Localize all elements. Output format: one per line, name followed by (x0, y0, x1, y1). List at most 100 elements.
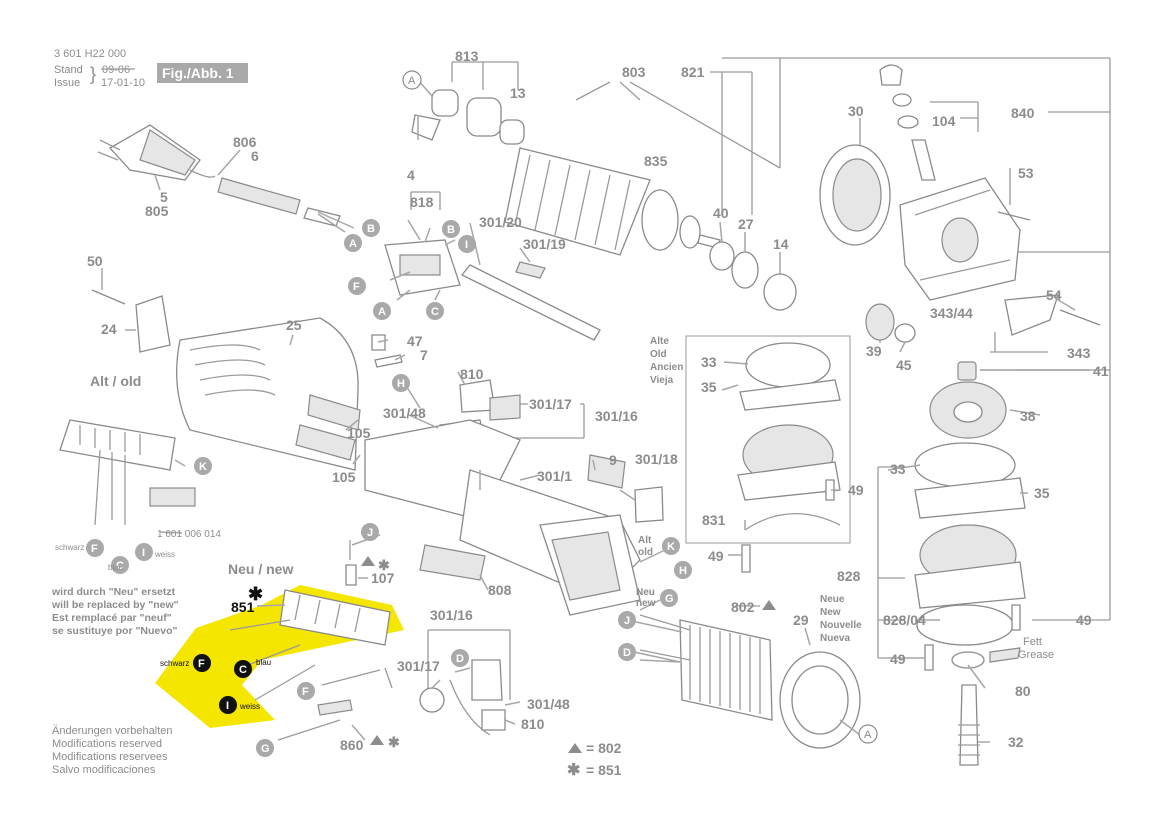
label-6: 6 (251, 148, 259, 164)
header-brace: } (90, 64, 96, 84)
label-49-new: 49 (890, 651, 906, 667)
bearing-813 (466, 97, 502, 137)
connector-F-old: F (91, 543, 98, 555)
label-343: 343 (1067, 345, 1091, 361)
connector-F-old-circle (86, 539, 104, 557)
label-808: 808 (488, 582, 512, 598)
wire-blau-new: blau (256, 658, 271, 667)
bevel-gear-38 (929, 381, 1007, 439)
neu-new-title: Neu / new (228, 561, 293, 577)
label-53: 53 (1018, 165, 1034, 181)
connector-I-old-circle (135, 543, 153, 561)
figure-label: Fig./Abb. 1 (162, 65, 234, 81)
screw-53 (997, 211, 1031, 221)
grease-tube (989, 647, 1021, 663)
connector-D-lower-circle (451, 649, 469, 667)
document-header: 3 601 H22 000 Stand Issue } 09-06 17-01-… (54, 48, 248, 89)
connector-H-housing: H (679, 565, 687, 577)
label-4: 4 (407, 167, 415, 183)
connector-C-old-circle (111, 556, 129, 574)
label-301-20: 301/20 (479, 214, 522, 230)
connector-D-lower: D (456, 653, 464, 665)
screw-49-new-b (924, 644, 934, 671)
stand-label: Stand (54, 64, 83, 76)
label-grease: Grease (1018, 649, 1054, 661)
connector-F-switch: F (353, 281, 360, 293)
alt-small-2: old (638, 547, 653, 558)
label-33-old: 33 (701, 354, 717, 370)
doc-number: 3 601 H22 000 (54, 48, 126, 60)
modification-note-1: Änderungen vorbehalten (52, 725, 172, 737)
label-40: 40 (713, 205, 729, 221)
label-810-lower: 810 (521, 716, 545, 732)
connector-J-housing-circle (618, 611, 636, 629)
connector-K-housing-circle (662, 537, 680, 555)
label-29: 29 (793, 612, 809, 628)
label-831: 831 (702, 512, 726, 528)
part-labels: 813 803 821 13 30 840 104 806 6 835 5 80… (87, 48, 1109, 753)
plate-808 (419, 544, 486, 581)
label-9 (587, 454, 626, 489)
label-9: 9 (609, 452, 617, 468)
brush-301-17 (419, 687, 445, 713)
label-301-18: 301/18 (635, 451, 678, 467)
connector-B-switch: B (447, 224, 455, 236)
bearing-top (431, 89, 459, 117)
legend-triangle-value: = 802 (586, 740, 622, 756)
label-80: 80 (1015, 683, 1031, 699)
new-switch-module-851 (229, 589, 391, 701)
label-47: 47 (407, 333, 423, 349)
screw-54 (1059, 309, 1101, 326)
wire-G (277, 719, 341, 741)
label-301-16-lower: 301/16 (430, 607, 473, 623)
neue-line-4: Nueva (820, 633, 850, 644)
label-24: 24 (101, 321, 117, 337)
connector-B-cable: B (367, 223, 375, 235)
connector-I-new: I (226, 700, 229, 712)
legend-star-icon: ✱ (567, 762, 580, 779)
brush-810-lower (481, 709, 506, 731)
modification-note-2: Modifications reserved (52, 738, 162, 750)
alte-line-4: Vieja (650, 375, 674, 386)
label-49-old-b: 49 (708, 548, 724, 564)
connector-F-lower-circle (297, 682, 315, 700)
issue-label: Issue (54, 77, 80, 89)
bearing-14 (763, 273, 797, 311)
label-49-right: 49 (1076, 612, 1092, 628)
neu-small-1: Neu (636, 587, 655, 598)
connector-C-switch-circle (426, 302, 444, 320)
label-810-top: 810 (460, 366, 484, 382)
washer-80 (951, 651, 985, 669)
label-5: 5 (160, 189, 168, 205)
label-13: 13 (510, 85, 526, 101)
label-301-1: 301/1 (537, 468, 572, 484)
pinion-39 (865, 303, 895, 341)
label-840: 840 (1011, 105, 1035, 121)
label-50: 50 (87, 253, 103, 269)
new-date: 17-01-10 (101, 77, 145, 89)
screw-49-old (825, 479, 835, 501)
spring-clip (411, 114, 441, 141)
screw-50 (91, 289, 126, 305)
connector-C-new-circle (234, 660, 252, 678)
text-blocks: Alt / old Neu / new Alte Old Ancien Viej… (51, 336, 862, 776)
figure-label-box (157, 63, 248, 83)
label-828-04: 828/04 (883, 612, 926, 628)
label-802: 802 (731, 599, 755, 615)
alt-small-1: Alt (638, 535, 652, 546)
connector-A-bottom: A (864, 729, 872, 741)
neu-small-2: new (636, 598, 656, 609)
bearing-13 (499, 119, 525, 145)
cable-sleeve (217, 177, 301, 215)
replace-note-4: se sustituye por "Nuevo" (52, 625, 178, 637)
connector-H-brush: H (397, 378, 405, 390)
pin-107 (345, 564, 357, 586)
alt-old-title: Alt / old (90, 373, 141, 389)
alte-line-1: Alte (650, 336, 669, 347)
wire-weiss-old: weiss (154, 550, 175, 559)
wire-schwarz-new: schwarz (160, 659, 189, 668)
connector-H-housing-circle (674, 561, 692, 579)
label-7: 7 (420, 347, 428, 363)
legend: = 802 ✱ = 851 (567, 740, 622, 779)
neue-line-2: New (820, 607, 841, 618)
